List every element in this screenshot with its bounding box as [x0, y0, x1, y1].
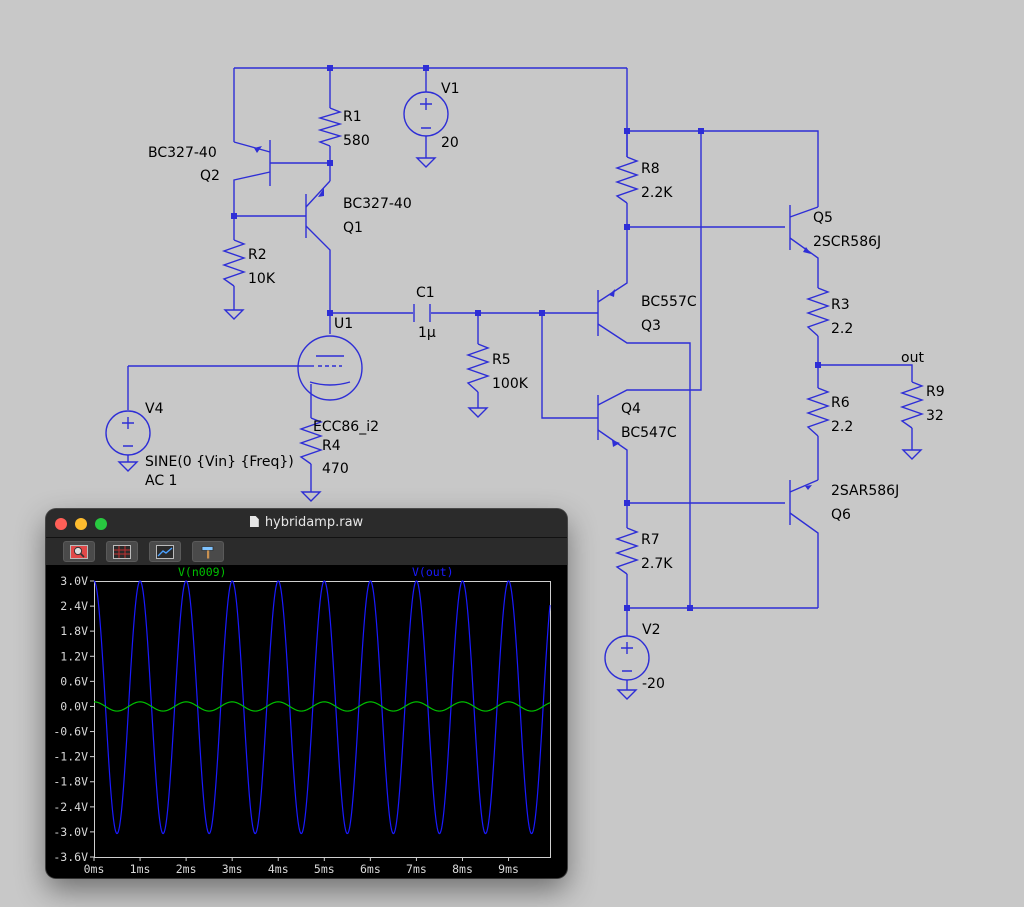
r7-name-label: R7	[641, 532, 660, 548]
y-axis: 3.0V 2.4V 1.8V 1.2V 0.6V 0.0V -0.6V -1.2V -1.8V -…	[53, 574, 94, 864]
junction-dots	[231, 65, 821, 611]
y-tick-label: 3.0V	[60, 574, 88, 588]
q4-name-label: Q4	[621, 401, 641, 417]
document-icon	[249, 516, 259, 527]
r6-name-label: R6	[831, 395, 850, 411]
v4-source-label: SINE(0 {Vin} {Freq})	[145, 454, 294, 470]
r4-value-label: 470	[322, 461, 349, 477]
x-tick-label: 5ms	[314, 862, 335, 876]
r4-name-label: R4	[322, 438, 341, 454]
x-tick-label: 9ms	[498, 862, 519, 876]
q6-model-label: 2SAR586J	[831, 483, 899, 499]
r1-value-label: 580	[343, 133, 370, 149]
x-tick-label: 2ms	[176, 862, 197, 876]
q2-model-label: BC327-40	[148, 145, 217, 161]
legend-n009: V(n009)	[178, 565, 226, 579]
y-tick-label: -3.0V	[53, 825, 88, 839]
transistor-arrows	[254, 146, 812, 490]
r9-name-label: R9	[926, 384, 945, 400]
c1-name-label: C1	[416, 285, 435, 301]
q5-model-label: 2SCR586J	[813, 234, 881, 250]
window-title-wrap: hybridamp.raw	[46, 515, 567, 530]
y-tick-label: 0.6V	[60, 674, 88, 688]
y-tick-label: 1.8V	[60, 624, 88, 638]
grid-button[interactable]	[106, 541, 138, 562]
q1-name-label: Q1	[343, 220, 363, 236]
v1-name-label: V1	[441, 81, 459, 97]
x-tick-label: 6ms	[360, 862, 381, 876]
q3-model-label: BC557C	[641, 294, 697, 310]
trace-out	[93, 580, 551, 835]
r6-value-label: 2.2	[831, 419, 853, 435]
r8-value-label: 2.2K	[641, 185, 673, 201]
minimize-window-button[interactable]	[75, 518, 87, 530]
x-tick-label: 3ms	[222, 862, 243, 876]
y-tick-label: 1.2V	[60, 649, 88, 663]
hammer-button[interactable]	[192, 541, 224, 562]
q2-name-label: Q2	[200, 168, 220, 184]
v1-value-label: 20	[441, 135, 459, 151]
r3-value-label: 2.2	[831, 321, 853, 337]
q5-name-label: Q5	[813, 210, 833, 226]
schematic-labels: BC327-40 Q2 R1 580 V1 20 BC327-40 Q1 R2 …	[145, 81, 945, 692]
r2-name-label: R2	[248, 247, 267, 263]
c1-value-label: 1μ	[418, 325, 436, 341]
r3-name-label: R3	[831, 297, 850, 313]
close-window-button[interactable]	[55, 518, 67, 530]
zoom-icon	[70, 544, 88, 559]
x-tick-label: 0ms	[84, 862, 105, 876]
trace-n009	[93, 701, 551, 712]
r1-name-label: R1	[343, 109, 362, 125]
waveform-plot[interactable]: V(n009) V(out) 3.0V 2.4V 1.8V 1.2V 0.6V 0.0V -…	[46, 565, 567, 878]
x-tick-label: 7ms	[406, 862, 427, 876]
y-tick-label: -1.8V	[53, 775, 88, 789]
q4-model-label: BC547C	[621, 425, 677, 441]
r2-value-label: 10K	[248, 271, 276, 287]
q3-name-label: Q3	[641, 318, 661, 334]
out-net-label: out	[901, 350, 924, 366]
q6-name-label: Q6	[831, 507, 851, 523]
plot-frame	[94, 581, 551, 858]
y-tick-label: 0.0V	[60, 699, 88, 713]
v2-value-label: -20	[642, 676, 665, 692]
x-axis: 0ms 1ms 2ms 3ms 4ms 5ms 6ms 7ms 8ms 9ms	[84, 857, 519, 876]
y-tick-label: -2.4V	[53, 800, 88, 814]
x-tick-label: 4ms	[268, 862, 289, 876]
x-tick-label: 8ms	[452, 862, 473, 876]
u1-model-label: ECC86_i2	[313, 419, 379, 435]
r5-value-label: 100K	[492, 376, 529, 392]
y-tick-label: -3.6V	[53, 850, 88, 864]
autorange-icon	[156, 544, 174, 559]
v4-name-label: V4	[145, 401, 164, 417]
v2-name-label: V2	[642, 622, 660, 638]
y-tick-label: -1.2V	[53, 750, 88, 764]
autorange-button[interactable]	[149, 541, 181, 562]
schematic-wires	[105, 67, 925, 700]
y-tick-label: 2.4V	[60, 599, 88, 613]
waveform-viewer-window[interactable]: hybridamp.raw V(n009) V(out) 3.0V 2.4V 1.8…	[46, 509, 567, 878]
grid-icon	[113, 544, 131, 559]
zoom-button[interactable]	[63, 541, 95, 562]
q1-model-label: BC327-40	[343, 196, 412, 212]
hammer-icon	[201, 545, 214, 558]
r5-name-label: R5	[492, 352, 511, 368]
u1-name-label: U1	[334, 316, 353, 332]
window-title: hybridamp.raw	[264, 515, 364, 530]
y-tick-label: -0.6V	[53, 725, 88, 739]
zoom-window-button[interactable]	[95, 518, 107, 530]
r8-name-label: R8	[641, 161, 660, 177]
r7-value-label: 2.7K	[641, 556, 673, 572]
x-tick-label: 1ms	[130, 862, 151, 876]
r9-value-label: 32	[926, 408, 944, 424]
v4-ac-label: AC 1	[145, 473, 177, 489]
waveform-toolbar	[46, 538, 567, 565]
legend-out: V(out)	[412, 565, 454, 579]
window-titlebar[interactable]: hybridamp.raw	[46, 509, 567, 538]
